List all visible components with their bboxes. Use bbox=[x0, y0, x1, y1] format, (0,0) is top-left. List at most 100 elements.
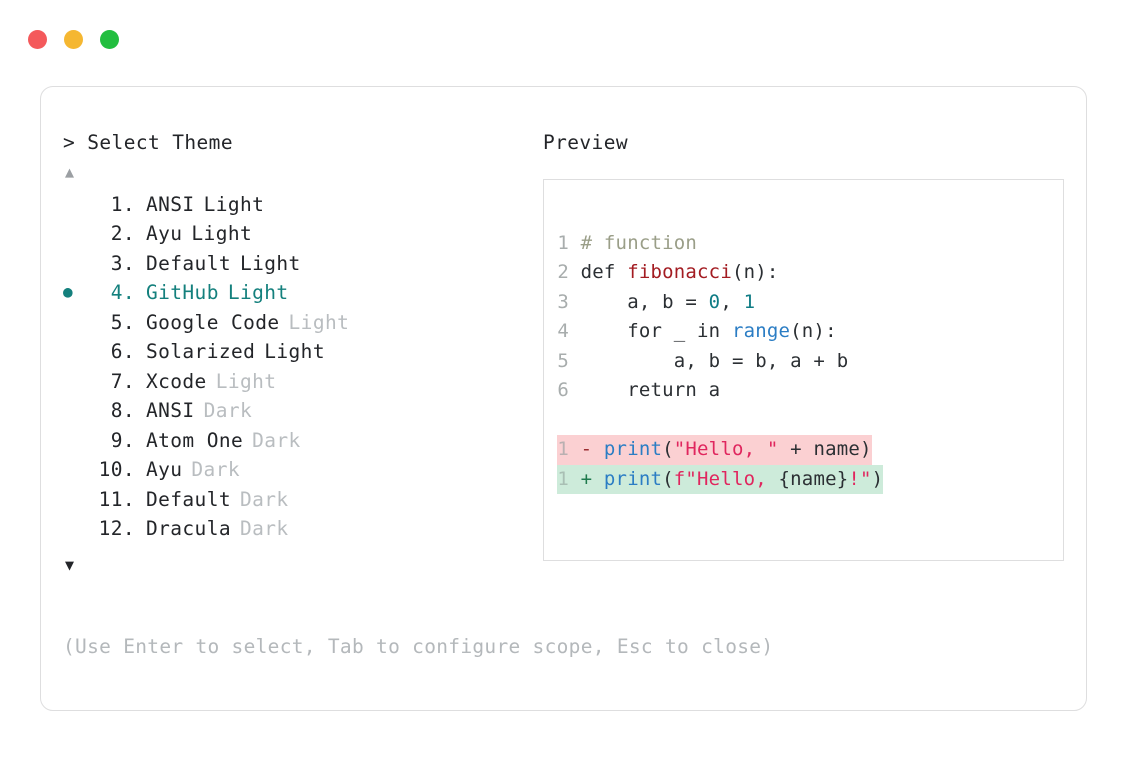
diff-added-line: 1 + print(f"Hello, {name}!") bbox=[557, 464, 884, 494]
code-line-number: 3 bbox=[557, 290, 569, 313]
code-line: 3 a, b = 0, 1 bbox=[557, 288, 883, 318]
theme-item-variant: Dark bbox=[252, 428, 301, 452]
close-window-button[interactable] bbox=[28, 30, 47, 49]
scroll-down-arrow-icon[interactable]: ▼ bbox=[65, 555, 75, 574]
code-gutter-space bbox=[569, 291, 581, 313]
code-token: {name} bbox=[778, 467, 849, 490]
theme-item-variant: Light bbox=[264, 340, 325, 363]
theme-list-item[interactable]: ● 4. GitHub Light bbox=[63, 281, 533, 311]
code-gutter-space bbox=[569, 261, 581, 283]
diff-line-number: 1 bbox=[557, 438, 569, 460]
theme-item-name: Solarized bbox=[146, 340, 256, 363]
theme-item-variant: Dark bbox=[239, 517, 289, 540]
diff-line-row: 1 - print("Hello, " + name) bbox=[557, 435, 883, 465]
bullet-placeholder bbox=[63, 196, 91, 212]
theme-list-item[interactable]: 8. ANSI Dark bbox=[63, 399, 533, 429]
theme-item-index: 1. bbox=[110, 192, 135, 216]
theme-item-name: Google Code bbox=[146, 310, 280, 334]
code-token: return a bbox=[580, 379, 721, 401]
code-token: fibonacci bbox=[627, 261, 732, 283]
code-line-number: 6 bbox=[557, 379, 569, 401]
code-token bbox=[592, 468, 604, 490]
bullet-placeholder bbox=[63, 491, 91, 507]
code-token: (n): bbox=[731, 261, 779, 283]
theme-item-index: 8. bbox=[110, 399, 135, 422]
code-token: print bbox=[603, 438, 663, 460]
code-token: a, b = b, a + b bbox=[580, 349, 849, 372]
code-token: # function bbox=[580, 231, 698, 254]
code-line-number: 1 bbox=[557, 231, 569, 254]
code-token: ) bbox=[871, 467, 884, 490]
scroll-up-arrow-icon[interactable]: ▲ bbox=[65, 162, 75, 181]
code-token: f"Hello, bbox=[673, 467, 779, 490]
theme-item-name: Ayu bbox=[146, 222, 183, 245]
bullet-placeholder bbox=[63, 402, 91, 418]
code-blank-line bbox=[557, 406, 883, 436]
diff-minus-sign: - bbox=[569, 438, 593, 460]
window-traffic-lights bbox=[28, 30, 119, 49]
maximize-window-button[interactable] bbox=[100, 30, 119, 49]
selected-bullet-icon: ● bbox=[63, 282, 74, 301]
code-gutter-space bbox=[569, 350, 581, 372]
code-line: 5 a, b = b, a + b bbox=[557, 347, 883, 377]
code-token: , bbox=[720, 290, 744, 313]
diff-line-row: 1 + print(f"Hello, {name}!") bbox=[557, 464, 884, 494]
bullet-placeholder bbox=[63, 373, 91, 389]
theme-item-variant: Light bbox=[203, 192, 265, 216]
bullet-placeholder bbox=[63, 343, 91, 359]
code-token: for _ in bbox=[580, 320, 732, 342]
code-gutter-space bbox=[569, 320, 581, 342]
code-token: "Hello, " bbox=[673, 438, 779, 460]
theme-item-name: Default bbox=[146, 251, 231, 275]
bullet-placeholder bbox=[63, 255, 91, 271]
theme-item-variant: Light bbox=[215, 369, 277, 393]
minimize-window-button[interactable] bbox=[64, 30, 83, 49]
diff-removed-line: 1 - print("Hello, " + name) bbox=[557, 435, 872, 465]
theme-list-item[interactable]: 5. Google Code Light bbox=[63, 311, 533, 341]
theme-item-name: Xcode bbox=[146, 369, 207, 393]
code-token: (n): bbox=[790, 320, 837, 342]
code-line: 4 for _ in range(n): bbox=[557, 317, 883, 347]
theme-item-variant: Dark bbox=[203, 399, 253, 422]
code-token: def bbox=[580, 261, 628, 283]
theme-list-item[interactable]: 1. ANSI Light bbox=[63, 193, 533, 223]
code-token: range bbox=[731, 320, 791, 342]
code-line: 6 return a bbox=[557, 376, 883, 406]
theme-item-index: 11. bbox=[98, 487, 135, 511]
theme-item-variant: Light bbox=[288, 310, 350, 334]
theme-item-index: 2. bbox=[110, 222, 135, 245]
theme-item-name: GitHub bbox=[146, 281, 219, 304]
code-line: 1 # function bbox=[557, 229, 883, 259]
bullet-placeholder bbox=[63, 225, 91, 241]
theme-item-name: ANSI bbox=[146, 399, 195, 422]
theme-list-item[interactable]: 9. Atom One Dark bbox=[63, 429, 533, 459]
theme-item-index: 9. bbox=[110, 428, 135, 452]
code-token bbox=[592, 438, 604, 460]
theme-item-name: ANSI bbox=[146, 192, 195, 216]
theme-list-item[interactable]: 7. Xcode Light bbox=[63, 370, 533, 400]
code-token: !" bbox=[848, 467, 872, 490]
theme-item-index: 5. bbox=[110, 310, 135, 334]
theme-item-index: 4. bbox=[110, 281, 135, 304]
theme-item-variant: Dark bbox=[239, 487, 289, 511]
theme-item-name: Atom One bbox=[146, 428, 244, 452]
code-token: 1 bbox=[743, 290, 756, 313]
code-line-number: 4 bbox=[557, 320, 569, 342]
theme-item-variant: Light bbox=[227, 281, 289, 304]
theme-item-name: Dracula bbox=[146, 517, 231, 540]
code-token: + name) bbox=[778, 438, 872, 460]
theme-item-index: 7. bbox=[110, 369, 135, 393]
code-gutter-space bbox=[569, 232, 581, 254]
keyboard-hint-text: (Use Enter to select, Tab to configure s… bbox=[63, 635, 774, 658]
